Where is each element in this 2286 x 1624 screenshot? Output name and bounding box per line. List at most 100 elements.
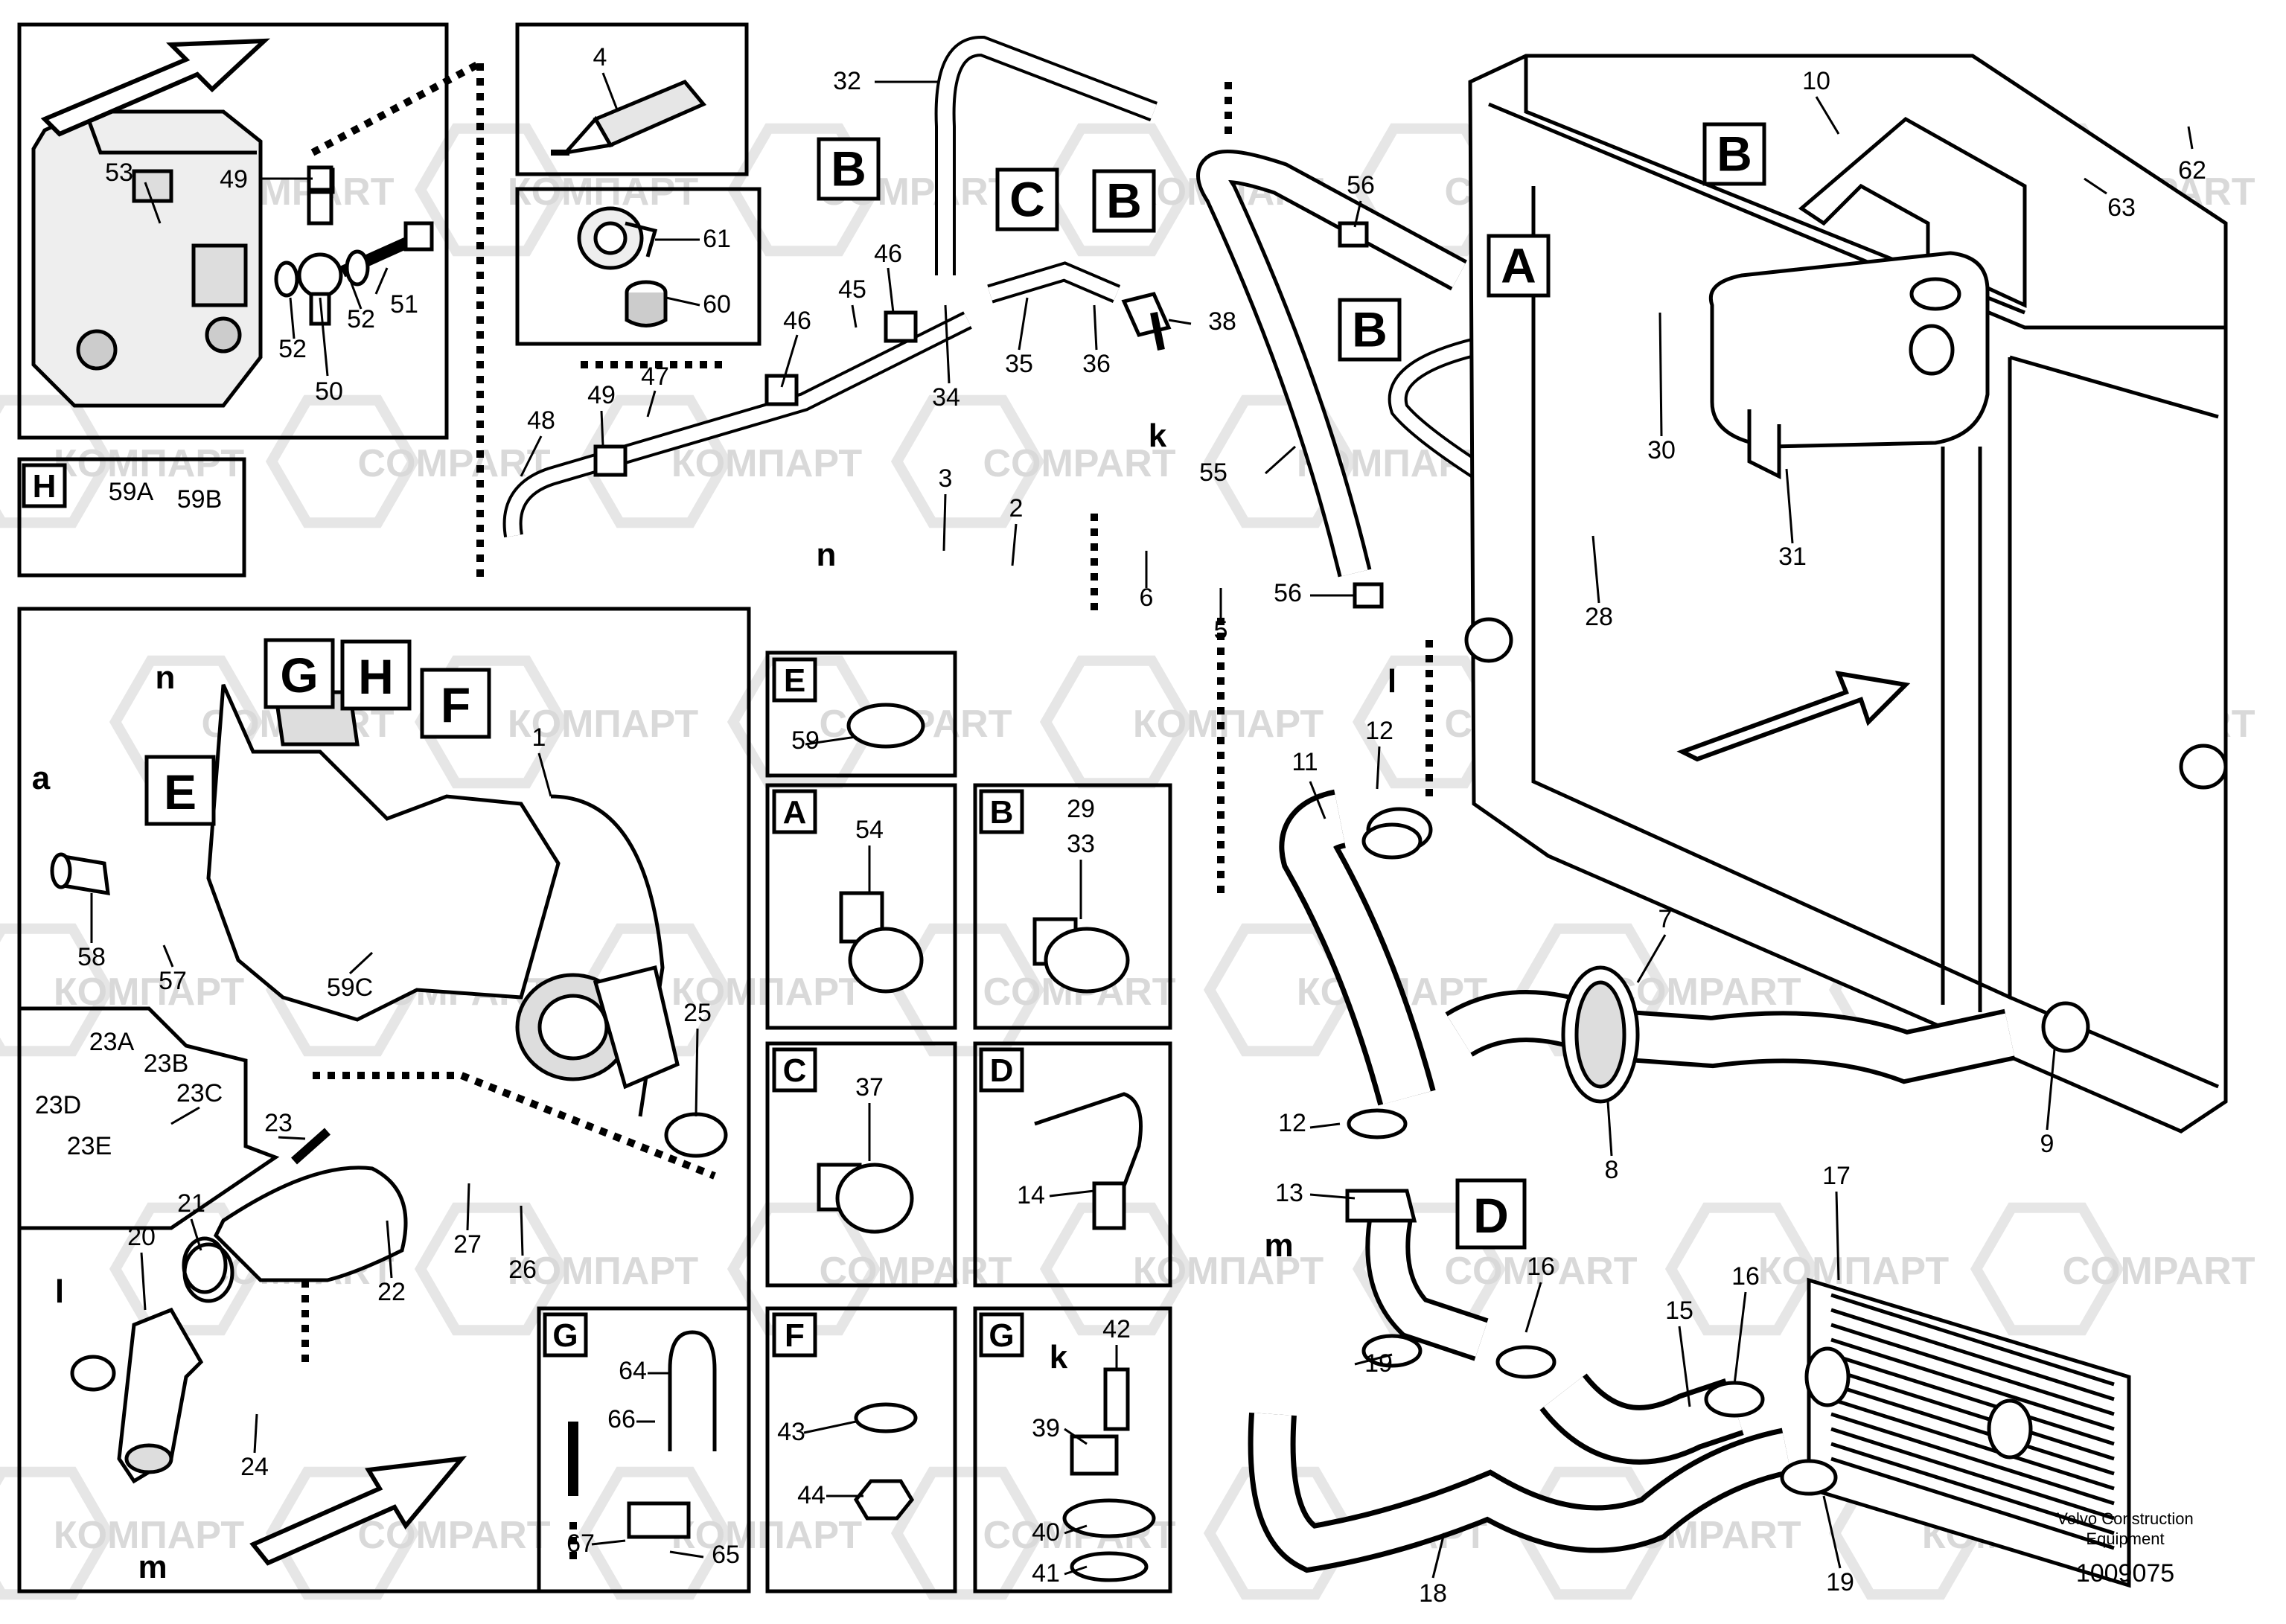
watermark-text: COMPART <box>983 442 1175 485</box>
section-label-f: F <box>785 1317 805 1354</box>
part-label-52: 52 <box>347 305 375 333</box>
panel-legend-b <box>973 783 1172 1030</box>
leader-line <box>1168 319 1192 325</box>
leader-line <box>1524 1282 1542 1333</box>
watermark: КОМПАРТ <box>414 1202 698 1336</box>
part-label-65: 65 <box>712 1541 740 1569</box>
section-label-b-box <box>1338 298 1402 362</box>
watermark-text: COMPART <box>357 1514 550 1557</box>
part-label-3: 3 <box>939 464 953 493</box>
part-label-60: 60 <box>703 290 731 319</box>
part-label-12: 12 <box>1365 717 1393 745</box>
watermark: COMPART <box>265 394 551 528</box>
leader-line <box>1064 1428 1088 1445</box>
part-label-37: 37 <box>855 1073 884 1102</box>
watermark: COMPART <box>890 394 1176 528</box>
part-label-9: 9 <box>2040 1130 2054 1158</box>
panel-h <box>17 457 246 578</box>
leader-line <box>1815 96 1840 135</box>
leader-line <box>1785 468 1794 544</box>
part-label-49: 49 <box>587 381 616 409</box>
panel-legend-g1 <box>537 1306 751 1593</box>
part-label-23D: 23D <box>35 1091 81 1119</box>
leader-line <box>278 1136 306 1140</box>
part-label-35: 35 <box>1005 350 1033 378</box>
part-label-26: 26 <box>508 1256 537 1284</box>
document-number: 1009075 <box>2076 1559 2174 1588</box>
dashed-connectors <box>301 60 2088 1563</box>
reference-letter-k: k <box>1050 1339 1068 1375</box>
grommet-parts <box>577 206 668 327</box>
watermark-text: КОМПАРТ <box>671 442 862 485</box>
reference-letter-a: a <box>32 760 51 796</box>
watermark-hex-icon <box>1039 1202 1194 1336</box>
watermark: КОМПАРТ <box>1039 655 1324 789</box>
part-label-22: 22 <box>377 1278 406 1306</box>
leader-line <box>1018 297 1029 351</box>
watermark-text: КОМПАРТ <box>54 1514 244 1557</box>
leader-line <box>591 1539 626 1546</box>
part-label-29: 29 <box>1067 795 1095 823</box>
section-label-c: C <box>783 1052 807 1089</box>
leader-line <box>466 1183 470 1231</box>
leader-line <box>348 278 363 310</box>
watermark: КОМПАРТ <box>1664 1202 1949 1336</box>
maker-line-2: Equipment <box>2086 1529 2164 1548</box>
part-label-38: 38 <box>1208 307 1236 336</box>
part-label-18: 18 <box>1419 1579 1447 1608</box>
leader-line <box>1064 1524 1088 1535</box>
part-label-6: 6 <box>1140 584 1154 612</box>
part-label-19: 19 <box>1826 1568 1854 1596</box>
watermark-hex-icon <box>109 1202 264 1336</box>
section-label-d: D <box>1473 1188 1509 1243</box>
leader-line <box>1431 1532 1446 1579</box>
maker-line-1: Volvo Construction <box>2057 1509 2193 1528</box>
part-label-14: 14 <box>1017 1181 1045 1209</box>
part-label-8: 8 <box>1605 1156 1619 1184</box>
section-label-c-box <box>995 167 1059 231</box>
watermark: КОМПАРТ <box>1039 1202 1324 1336</box>
leader-line <box>803 1420 857 1434</box>
leader-line <box>1093 304 1098 351</box>
panel-main-pump <box>17 607 751 1593</box>
part-label-59A: 59A <box>109 478 154 506</box>
section-label-e-box <box>772 657 817 703</box>
section-label-b: B <box>990 794 1014 831</box>
leader-line <box>319 297 329 377</box>
leader-line <box>1591 535 1600 604</box>
watermark-hex-icon <box>1970 1202 2124 1336</box>
reference-letter-l: l <box>1388 663 1396 700</box>
watermark-text: КОМПАРТ <box>54 971 244 1014</box>
leader-line <box>1264 445 1297 475</box>
section-label-h-box <box>340 639 412 711</box>
leader-line <box>1309 1193 1356 1200</box>
part-label-23E: 23E <box>67 1132 112 1160</box>
part-label-56: 56 <box>1347 171 1375 199</box>
leader-line <box>1606 1101 1613 1157</box>
section-label-b-box <box>1092 169 1156 233</box>
part-label-55: 55 <box>1199 458 1227 487</box>
part-label-13: 13 <box>1275 1179 1303 1207</box>
part-label-61: 61 <box>703 225 731 253</box>
leader-line <box>520 1205 524 1256</box>
part-label-46: 46 <box>783 307 811 335</box>
watermark-hex-icon <box>1039 655 1194 789</box>
panel-legend-g2 <box>973 1306 1172 1593</box>
part-label-47: 47 <box>641 362 669 391</box>
section-label-d-box <box>979 1047 1024 1093</box>
watermark-text: COMPART <box>357 442 550 485</box>
leader-line <box>1353 200 1362 228</box>
watermark-hex-icon <box>727 655 881 789</box>
part-label-50: 50 <box>315 377 343 406</box>
part-label-4: 4 <box>593 43 607 71</box>
watermark-hex-icon <box>265 394 420 528</box>
reference-letter-n: n <box>156 659 176 696</box>
part-label-66: 66 <box>607 1405 636 1433</box>
section-label-b: B <box>1717 126 1752 181</box>
leader-line <box>805 735 857 746</box>
section-label-h: H <box>33 468 57 505</box>
watermark: КОМПАРТ <box>578 394 862 528</box>
reference-letter-n: n <box>817 537 837 573</box>
section-label-c-box <box>772 1047 817 1093</box>
